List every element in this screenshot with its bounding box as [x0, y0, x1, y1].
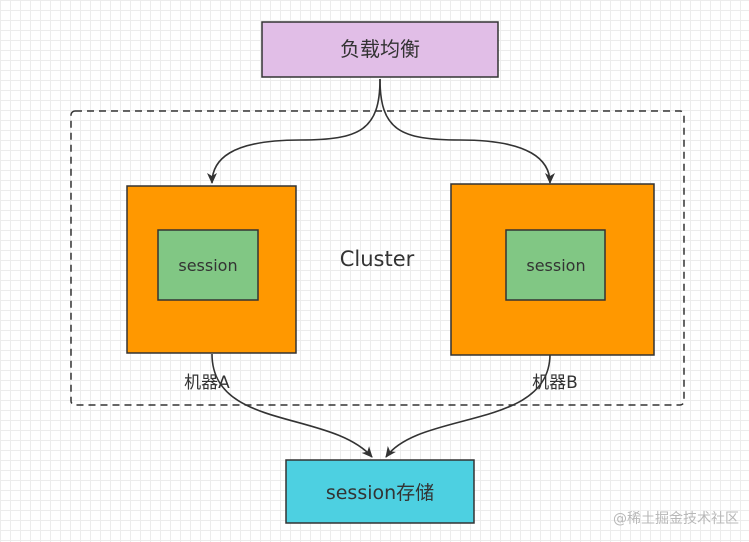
session-store-label: session存储 [326, 482, 434, 504]
machine-b-label: 机器B [532, 373, 578, 393]
cluster-label: Cluster [340, 247, 415, 271]
machine-a-label: 机器A [184, 373, 230, 393]
machine-a-node: session [126, 185, 297, 354]
session-store-node: session存储 [285, 459, 475, 524]
load-balancer-node: 负载均衡 [261, 21, 499, 78]
watermark-text: @稀土掘金技术社区 [613, 511, 739, 527]
connector-machine-b-to-store [385, 353, 551, 458]
connector-machine-a-to-store [211, 353, 373, 458]
machine-b-session-label: session [526, 256, 585, 275]
load-balancer-label: 负载均衡 [340, 37, 420, 61]
machine-b-session-box [505, 229, 606, 301]
connector-lb-to-machine-a [207, 78, 381, 184]
connector-lb-to-machine-b [379, 78, 555, 184]
machine-a-session-label: session [178, 256, 237, 275]
machine-a-session-box [157, 229, 259, 301]
cluster-container [70, 110, 685, 406]
machine-b-node: session [450, 183, 655, 356]
